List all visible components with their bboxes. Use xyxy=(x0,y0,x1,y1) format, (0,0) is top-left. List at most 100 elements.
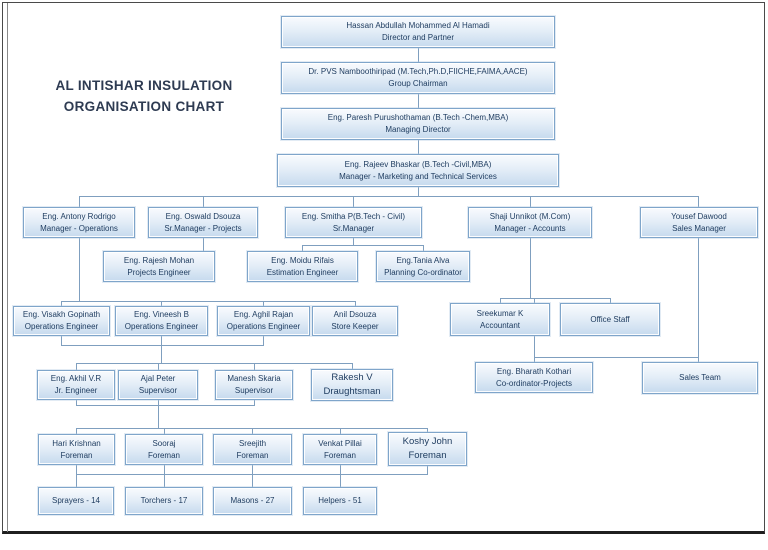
org-box-role: Manager - Operations xyxy=(40,223,118,233)
connector-line xyxy=(203,238,204,251)
org-box-name: Helpers - 51 xyxy=(318,496,362,506)
org-box-name: Eng. Paresh Purushothaman (B.Tech -Chem,… xyxy=(327,113,509,123)
connector-line xyxy=(302,245,303,251)
connector-line xyxy=(418,187,419,196)
connector-line xyxy=(263,336,264,345)
connector-line xyxy=(252,428,253,434)
org-box-name: Eng. Akhil V.R xyxy=(50,374,102,384)
org-box-role: Foreman xyxy=(236,450,269,460)
org-box-name: Eng. Moidu Rifais xyxy=(271,255,334,265)
org-box-name: Ajal Peter xyxy=(140,374,176,384)
connector-line xyxy=(534,357,699,358)
org-box-name: Sreekumar K xyxy=(476,308,524,318)
connector-line xyxy=(61,336,62,345)
org-box-role: Foreman xyxy=(323,450,356,460)
org-box-role: Co-ordinator-Projects xyxy=(495,378,573,388)
connector-line xyxy=(698,196,699,207)
connector-line xyxy=(79,196,80,207)
org-box-role: Operations Engineer xyxy=(124,322,199,331)
org-box-name: Dr. PVS Namboothiripad (M.Tech,Ph.D,FIIC… xyxy=(308,67,528,77)
org-box-role: Operations Engineer xyxy=(24,322,99,331)
connector-line xyxy=(61,301,356,302)
org-box-akhil: Eng. Akhil V.R Jr. Engineer xyxy=(37,370,115,400)
org-box-name: Manesh Skaria xyxy=(227,374,281,384)
org-box-role: Projects Engineer xyxy=(127,267,191,277)
connector-line xyxy=(530,196,531,207)
org-box-role: Director and Partner xyxy=(381,33,455,42)
org-box-name: Hassan Abdullah Mohammed Al Hamadi xyxy=(346,21,490,31)
org-box-name: Sooraj xyxy=(152,438,176,448)
connector-line xyxy=(534,357,535,362)
connector-line xyxy=(76,428,77,434)
connector-line xyxy=(158,400,159,405)
connector-line xyxy=(340,428,341,434)
connector-line xyxy=(161,336,162,345)
org-box-role: Draughtsman xyxy=(323,386,381,397)
org-box-role: Foreman xyxy=(60,450,93,460)
org-box-shaji: Shaji Unnikot (M.Com)Manager - Accounts xyxy=(468,207,592,238)
connector-line xyxy=(302,245,424,246)
connector-line xyxy=(610,298,611,303)
org-box-name: Eng. Aghil Rajan xyxy=(233,310,294,320)
org-box-sreekumar: Sreekumar K Accountant xyxy=(450,303,550,336)
org-box-name: Office Staff xyxy=(590,314,630,324)
org-box-sales-team: Sales Team xyxy=(642,362,758,394)
connector-line xyxy=(161,345,162,363)
connector-line xyxy=(164,474,165,487)
org-box-name: Yousef Dawood xyxy=(671,211,727,221)
connector-line xyxy=(79,196,699,197)
connector-line xyxy=(79,238,80,301)
org-box-role: Store Keeper xyxy=(331,322,379,331)
org-box-name: Venkat Pillai xyxy=(318,438,362,448)
connector-line xyxy=(263,301,264,306)
connector-line xyxy=(76,474,77,487)
org-box-sprayers: Sprayers - 14 xyxy=(38,487,114,515)
org-box-name: Sreejith xyxy=(238,438,267,448)
connector-line xyxy=(252,465,253,474)
connector-line xyxy=(500,298,611,299)
org-box-role: Sr.Manager xyxy=(332,223,375,233)
org-box-role: Planning Co-ordinator xyxy=(384,267,462,277)
org-box-torchers: Torchers - 17 xyxy=(125,487,203,515)
page-frame-inner-line xyxy=(7,3,8,532)
org-box-name: Eng. Rajeev Bhaskar (B.Tech -Civil,MBA) xyxy=(344,159,492,169)
org-box-role: Jr. Engineer xyxy=(54,386,98,395)
org-box-name: Eng. Visakh Gopinath xyxy=(22,310,101,320)
connector-line xyxy=(500,298,501,303)
org-box-role: Accountant xyxy=(479,320,521,330)
chart-title-line2: ORGANISATION CHART xyxy=(63,98,225,114)
org-box-helpers: Helpers - 51 xyxy=(303,487,377,515)
connector-line xyxy=(418,48,419,62)
connector-line xyxy=(698,357,699,362)
connector-line xyxy=(61,345,264,346)
org-box-role: Sales Manager xyxy=(672,223,726,233)
connector-line xyxy=(158,363,159,370)
org-box-name: Eng. Smitha P(B.Tech - Civil) xyxy=(301,211,406,221)
connector-line xyxy=(76,465,77,474)
connector-line xyxy=(698,238,699,357)
org-box-name: Shaji Unnikot (M.Com) xyxy=(489,211,571,221)
connector-line xyxy=(76,363,353,364)
connector-line xyxy=(164,465,165,474)
chart-title-line1: AL INTISHAR INSULATION xyxy=(55,78,233,93)
org-box-role: Estimation Engineer xyxy=(266,267,339,277)
org-box-role: Foreman xyxy=(408,450,447,461)
connector-line xyxy=(352,363,353,369)
connector-line xyxy=(158,405,159,428)
chart-title: AL INTISHAR INSULATION ORGANISATION CHAR… xyxy=(26,76,262,118)
org-box-paresh: Eng. Paresh Purushothaman (B.Tech -Chem,… xyxy=(281,108,555,140)
